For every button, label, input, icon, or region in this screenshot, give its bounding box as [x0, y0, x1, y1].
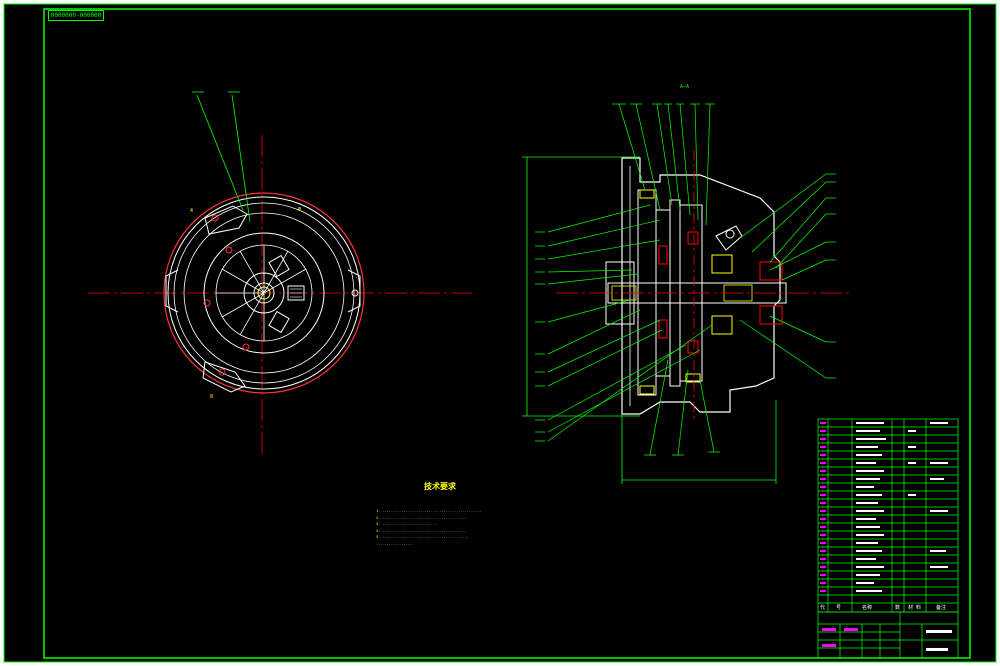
svg-text:4: 4 [190, 208, 193, 214]
tech-requirements-title: 技术要求 [424, 482, 456, 491]
parts-list [817, 418, 959, 659]
svg-text:代: 代 [820, 604, 825, 611]
tech-note: 2. .....................................… [376, 515, 467, 520]
svg-text:8: 8 [210, 394, 213, 400]
drawing-paper [4, 4, 996, 662]
svg-text:数: 数 [895, 604, 900, 611]
tech-requirements-notes: 1. .....................................… [376, 508, 516, 547]
tech-note: 1. .....................................… [376, 509, 482, 513]
parts-list-entries [856, 422, 952, 651]
outer-frame [3, 3, 997, 663]
svg-text:材: 材 [908, 604, 913, 611]
tech-note: 4. .....................................… [376, 528, 467, 533]
tech-note: 3. .......................... [376, 522, 438, 526]
tech-note: 5. .....................................… [376, 535, 469, 539]
parts-list-header: 代 号 名称 数 材 料 备注 [820, 604, 946, 611]
svg-text:备注: 备注 [936, 604, 946, 611]
drawing-number-stamp: 0000000-000000 [48, 10, 104, 21]
svg-text:.: . [355, 274, 358, 280]
section-view [522, 103, 850, 484]
parts-list-number-column [820, 422, 858, 647]
tech-note: .................. [376, 541, 414, 546]
svg-text:φ: φ [298, 206, 301, 212]
section-label: A—A [680, 84, 689, 90]
front-view: 4 φ 8. [88, 91, 472, 455]
svg-text:料: 料 [916, 604, 921, 611]
inner-frame [43, 8, 971, 659]
svg-text:名称: 名称 [862, 604, 872, 611]
svg-text:号: 号 [836, 605, 841, 611]
